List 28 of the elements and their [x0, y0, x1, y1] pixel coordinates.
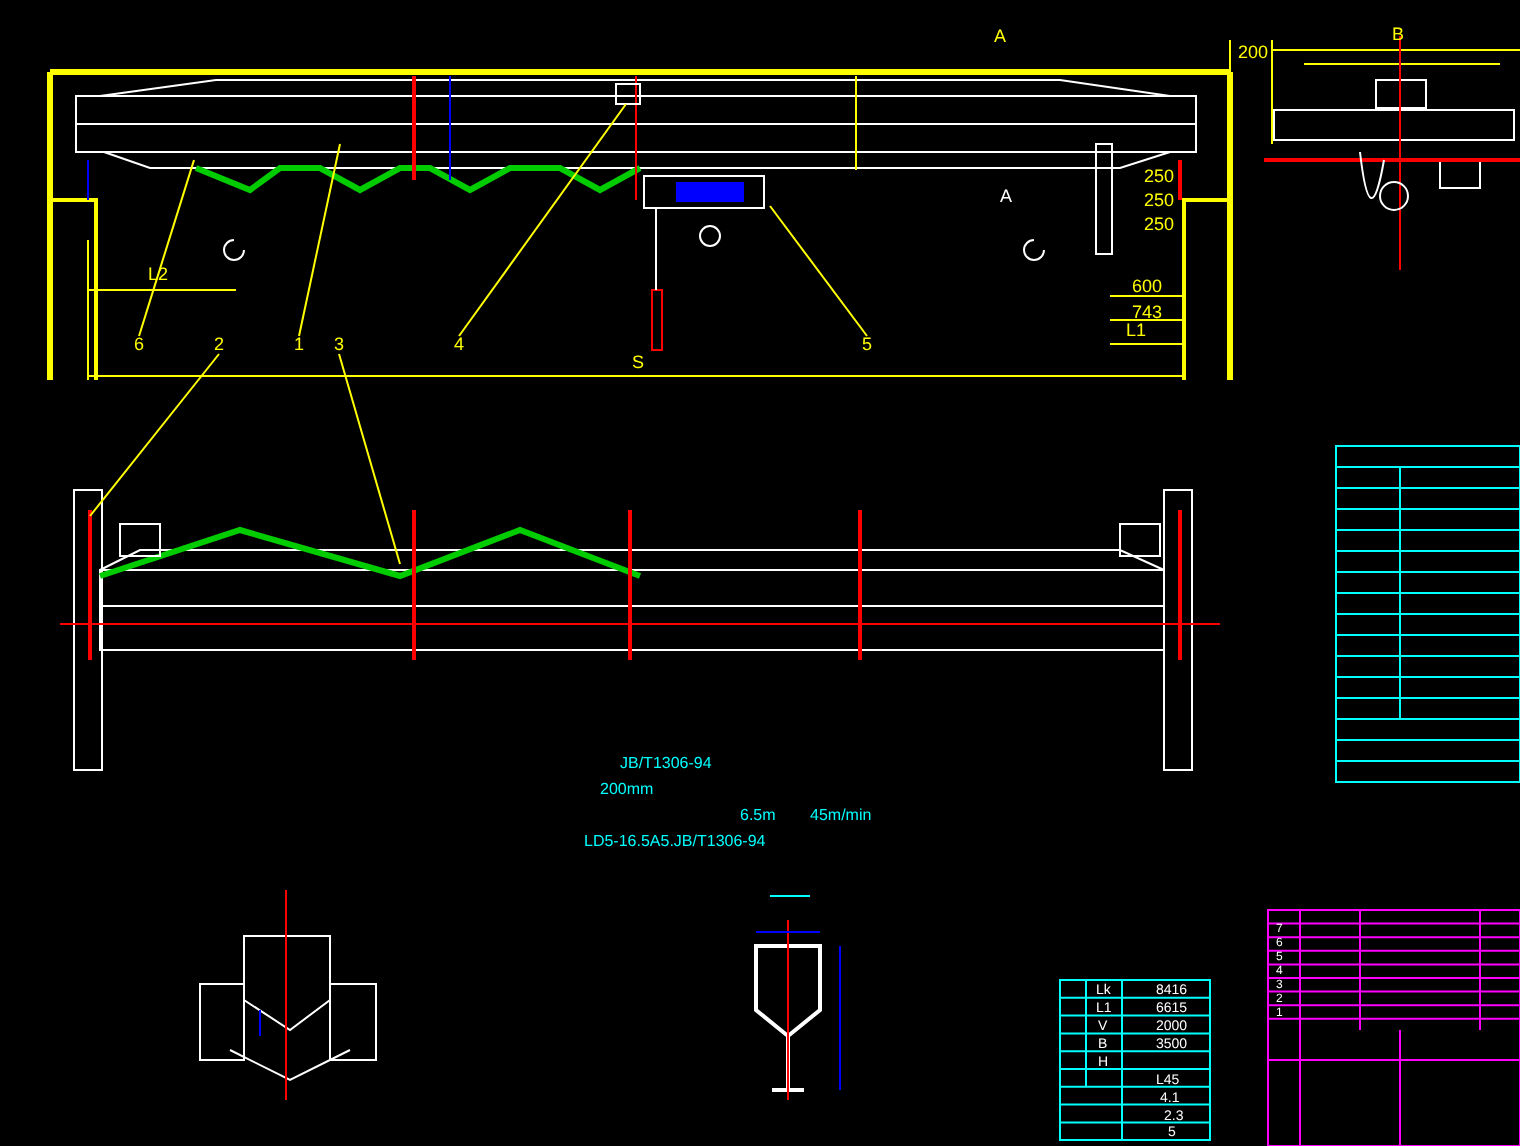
note-text: 6.5m — [740, 808, 776, 824]
leader-line — [338, 353, 401, 565]
note-text: JB/T1306-94 — [620, 756, 712, 772]
callout-number: 3 — [332, 336, 347, 354]
callout-number: 1 — [292, 336, 307, 354]
leader-line — [769, 205, 868, 337]
dimension-label: 250 — [1144, 192, 1175, 210]
dimension-label: 250 — [1144, 168, 1175, 186]
leader-line — [89, 353, 220, 517]
leader-line — [138, 159, 195, 337]
dimension-label: A — [1000, 188, 1013, 206]
dimension-label: S — [632, 354, 645, 372]
callout-number: 5 — [860, 336, 875, 354]
note-text: 200mm — [600, 782, 654, 798]
dimension-label: 600 — [1132, 278, 1163, 296]
dimension-label: 743 — [1132, 304, 1163, 322]
callout-number: 4 — [452, 336, 467, 354]
note-text: LD5-16.5A5.JB/T1306-94 — [584, 834, 766, 850]
leader-line — [458, 103, 627, 337]
dimension-label: 200 — [1238, 44, 1269, 62]
leader-line — [298, 143, 341, 337]
callout-number: 2 — [212, 336, 227, 354]
dimension-label: L1 — [1126, 322, 1147, 340]
note-text: 45m/min — [810, 808, 872, 824]
dimension-label: A — [994, 28, 1007, 46]
callout-number: 6 — [132, 336, 147, 354]
dimension-label: 250 — [1144, 216, 1175, 234]
dimension-label: B — [1392, 26, 1405, 44]
